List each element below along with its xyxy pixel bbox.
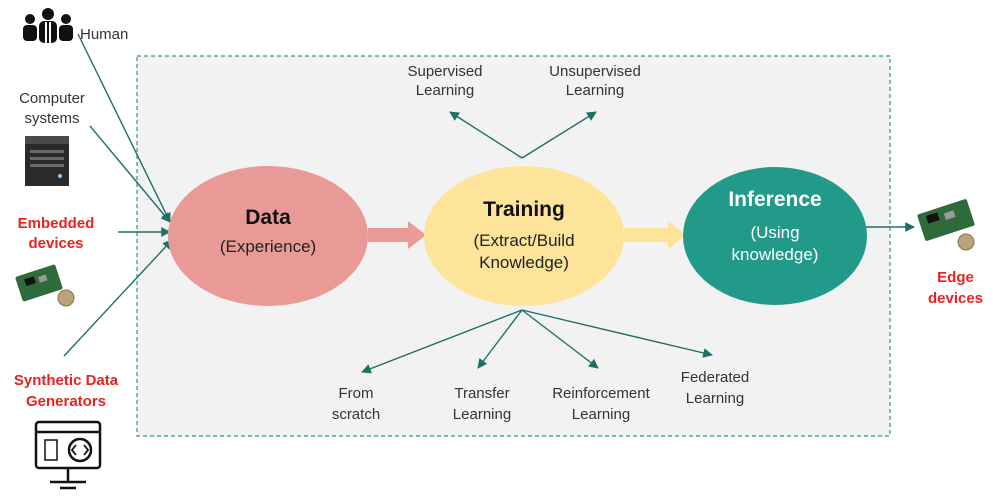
embedded-label-line2: devices (28, 235, 84, 252)
source-arrows (63, 33, 173, 357)
reinforcement-label-line1: Reinforcement (552, 385, 650, 402)
inference-node (683, 167, 867, 305)
edge-board-icon (917, 199, 975, 251)
data-node (168, 166, 368, 306)
arrow-reinforcement (521, 309, 599, 369)
inference-node-subtitle-line1: (Using (750, 223, 800, 242)
code-monitor-icon (34, 420, 102, 490)
server-icon (25, 136, 69, 186)
arrow-synthetic (63, 239, 173, 357)
arrow-unsupervised (521, 111, 597, 159)
human-label: Human (80, 26, 129, 43)
arrow-supervised (449, 111, 523, 159)
flow-arrow-training-inference (624, 221, 686, 249)
federated-label-line2: Learning (685, 390, 745, 407)
arrow-computer (89, 125, 171, 223)
top-branch-arrows (449, 111, 597, 159)
inference-node-title: Inference (728, 188, 822, 211)
training-node-title: Training (483, 198, 565, 221)
inference-node-subtitle-line2: knowledge) (731, 245, 819, 264)
synthetic-label-line1: Synthetic Data (13, 372, 119, 389)
human-icon (23, 8, 73, 43)
training-node-subtitle-line1: (Extract/Build (473, 231, 575, 250)
edge-devices-label-line2: devices (927, 290, 984, 307)
arrow-federated (521, 309, 713, 358)
computer-label-line1: Computer (19, 90, 85, 107)
supervised-label-line1: Supervised (407, 63, 483, 80)
arrow-human (77, 33, 171, 223)
supervised-label-line2: Learning (415, 82, 475, 99)
edge-devices-label-line1: Edge (937, 269, 974, 286)
scratch-label-line1: From (338, 385, 374, 402)
federated-label-line1: Federated (680, 369, 750, 386)
synthetic-label-line2: Generators (25, 393, 107, 410)
training-node-subtitle-line2: Knowledge) (479, 253, 569, 272)
reinforcement-label-line2: Learning (571, 406, 631, 423)
arrow-scratch (361, 309, 523, 374)
unsupervised-label-line1: Unsupervised (549, 63, 641, 80)
training-node (424, 166, 624, 306)
embedded-label-line1: Embedded (17, 215, 95, 232)
scratch-label-line2: scratch (331, 406, 381, 423)
embedded-board-icon (15, 264, 75, 307)
unsupervised-label-line2: Learning (565, 82, 625, 99)
flow-arrow-data-training (368, 221, 426, 249)
data-node-title: Data (245, 206, 291, 229)
transfer-label-line2: Learning (452, 406, 512, 423)
arrow-transfer (477, 309, 523, 369)
bottom-branch-arrows (361, 309, 713, 374)
data-node-subtitle: (Experience) (219, 237, 317, 256)
transfer-label-line1: Transfer (454, 385, 510, 402)
computer-label-line2: systems (24, 110, 80, 127)
